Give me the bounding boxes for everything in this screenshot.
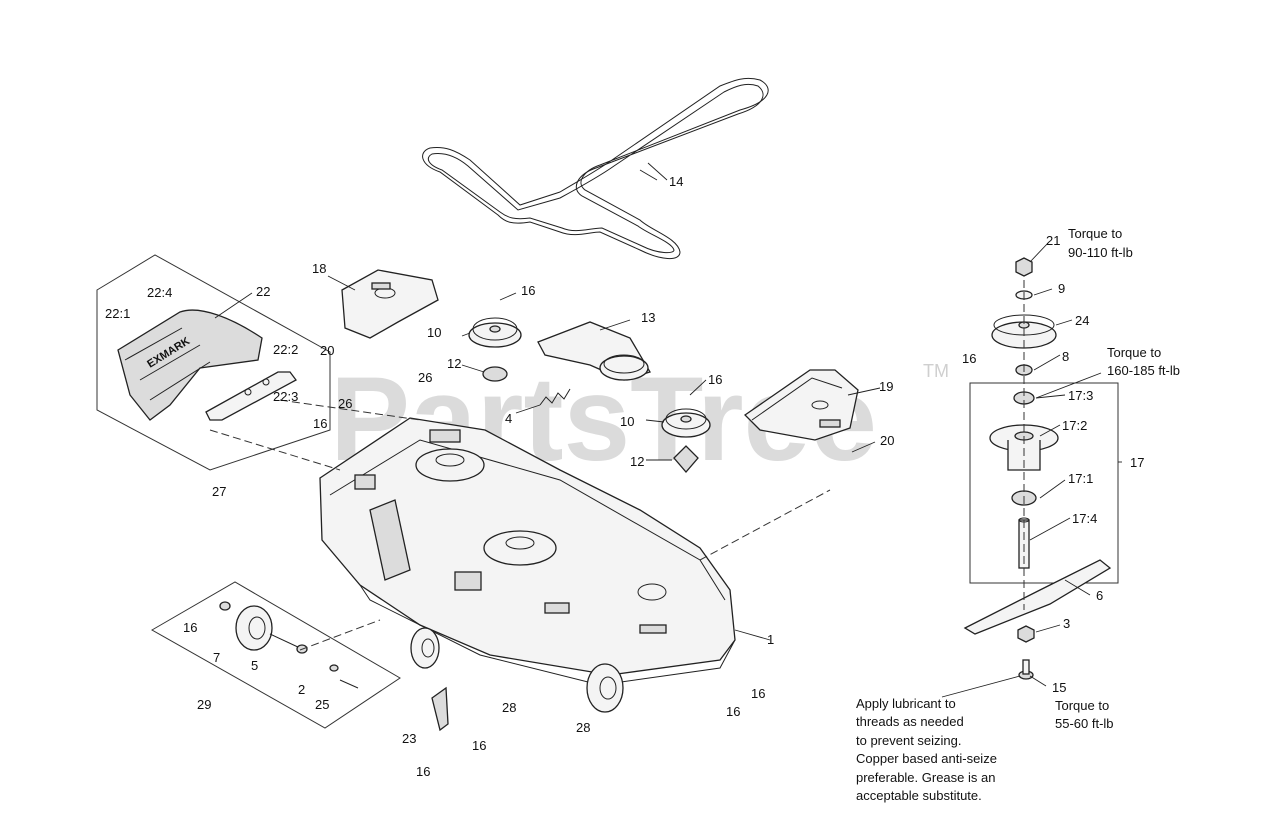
- callout-22: 22: [256, 284, 270, 299]
- callout-16-h: 16: [416, 764, 430, 779]
- lubricant-note-line2: threads as needed: [856, 714, 964, 729]
- lubricant-note-line5: preferable. Grease is an: [856, 770, 995, 785]
- callout-27: 27: [212, 484, 226, 499]
- callout-26-b: 26: [338, 396, 352, 411]
- callout-17-4: 17:4: [1072, 511, 1097, 526]
- torque-note-17-3-line1: Torque to: [1107, 345, 1161, 360]
- callout-28-a: 28: [502, 700, 516, 715]
- torque-note-21-line1: Torque to: [1068, 226, 1122, 241]
- leader-lines: [214, 162, 1122, 698]
- deck-cover-part: EXMARK: [117, 309, 263, 421]
- callout-16-f: 16: [726, 704, 740, 719]
- callout-12-b: 12: [630, 454, 644, 469]
- mower-deck-part: [319, 417, 736, 686]
- lubricant-note-line6: acceptable substitute.: [856, 788, 982, 803]
- callout-23: 23: [402, 731, 416, 746]
- callout-25: 25: [315, 697, 329, 712]
- mower-blade-part: [963, 559, 1112, 635]
- callout-4: 4: [505, 411, 512, 426]
- callout-29: 29: [197, 697, 211, 712]
- callout-21: 21: [1046, 233, 1060, 248]
- cover-assembly-group: EXMARK: [96, 254, 331, 471]
- dashed-line-guard: [209, 429, 341, 471]
- callout-14: 14: [669, 174, 683, 189]
- callout-12-a: 12: [447, 356, 461, 371]
- callout-5: 5: [251, 658, 258, 673]
- callout-22-4: 22:4: [147, 285, 172, 300]
- callout-3: 3: [1063, 616, 1070, 631]
- belt-cover-left-part: [341, 269, 439, 339]
- blade-adapter-part: [1017, 625, 1035, 643]
- belt-cover-right-part: [743, 369, 859, 441]
- callout-26-a: 26: [418, 370, 432, 385]
- idler-pulley-upper-part: [468, 317, 522, 348]
- dashed-line-wheel: [299, 619, 381, 651]
- torque-note-15-line2: 55-60 ft-lb: [1055, 716, 1114, 731]
- pulley-cone-upper-part: [482, 366, 508, 382]
- torque-note-17-3-line2: 160-185 ft-lb: [1107, 363, 1180, 378]
- callout-17-1: 17:1: [1068, 471, 1093, 486]
- callout-22-3: 22:3: [273, 389, 298, 404]
- torque-note-15-line1: Torque to: [1055, 698, 1109, 713]
- baffle-bracket-part: [431, 686, 449, 732]
- spindle-nut-part: [1015, 257, 1033, 277]
- callout-16-b: 16: [708, 372, 722, 387]
- watermark-trademark: TM: [923, 361, 949, 381]
- cover-bracket-part: [205, 371, 297, 421]
- idler-pulley-lower-part: [661, 408, 711, 438]
- callout-7: 7: [213, 650, 220, 665]
- idler-arm-part: [537, 321, 651, 381]
- callout-15: 15: [1052, 680, 1066, 695]
- anti-scalp-wheel-group: [150, 581, 401, 729]
- callout-16-e: 16: [751, 686, 765, 701]
- lubricant-note-line4: Copper based anti-seize: [856, 751, 997, 766]
- belt-part: [422, 77, 769, 259]
- lubricant-note-line1: Apply lubricant to: [856, 696, 956, 711]
- callout-22-2: 22:2: [273, 342, 298, 357]
- callout-8: 8: [1062, 349, 1069, 364]
- callout-17-2: 17:2: [1062, 418, 1087, 433]
- spindle-assembly-group: [969, 257, 1119, 584]
- blade-bolt-part: [1018, 659, 1034, 680]
- callout-2: 2: [298, 682, 305, 697]
- spring-part: [539, 388, 571, 406]
- callout-19: 19: [879, 379, 893, 394]
- callout-16-spindle: 16: [962, 351, 976, 366]
- pulley-cone-lower-part: [673, 445, 699, 473]
- callout-16-g: 16: [472, 738, 486, 753]
- callout-24: 24: [1075, 313, 1089, 328]
- torque-note-21-line2: 90-110 ft-lb: [1068, 245, 1133, 260]
- callout-17-3: 17:3: [1068, 388, 1093, 403]
- deck-wheel-front-part: [410, 627, 440, 669]
- deck-wheel-rear-part: [586, 663, 624, 713]
- callout-20-a: 20: [320, 343, 334, 358]
- callout-16-a: 16: [521, 283, 535, 298]
- callout-17: 17: [1130, 455, 1144, 470]
- lubricant-note-line3: to prevent seizing.: [856, 733, 962, 748]
- callout-13: 13: [641, 310, 655, 325]
- callout-10-a: 10: [427, 325, 441, 340]
- callout-6: 6: [1096, 588, 1103, 603]
- callout-16-c: 16: [313, 416, 327, 431]
- callout-20-b: 20: [880, 433, 894, 448]
- callout-16-d: 16: [183, 620, 197, 635]
- callout-10-b: 10: [620, 414, 634, 429]
- callout-28-b: 28: [576, 720, 590, 735]
- callout-18: 18: [312, 261, 326, 276]
- callout-22-1: 22:1: [105, 306, 130, 321]
- callout-9: 9: [1058, 281, 1065, 296]
- dashed-line-rightcover: [699, 489, 831, 561]
- anti-scalp-wheel-part: [235, 605, 273, 651]
- callout-1: 1: [767, 632, 774, 647]
